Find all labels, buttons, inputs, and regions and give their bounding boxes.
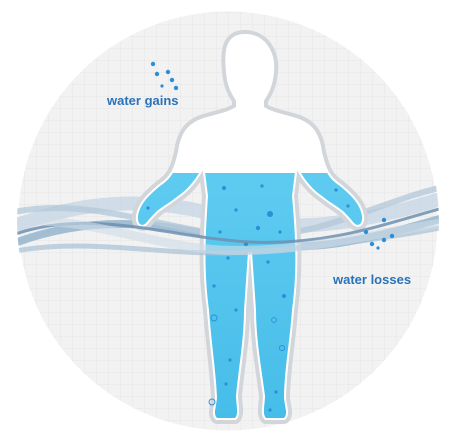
- droplet: [222, 186, 226, 190]
- droplet: [228, 358, 231, 361]
- droplet: [234, 308, 237, 311]
- droplet: [334, 188, 337, 191]
- droplet: [278, 230, 281, 233]
- droplet: [166, 70, 170, 74]
- droplet: [390, 234, 394, 238]
- droplet: [226, 256, 229, 259]
- droplet: [274, 390, 277, 393]
- droplet: [260, 184, 263, 187]
- droplet: [364, 230, 368, 234]
- droplet: [282, 294, 286, 298]
- droplet: [170, 78, 174, 82]
- droplet: [160, 84, 163, 87]
- droplet: [267, 211, 273, 217]
- droplet: [376, 246, 379, 249]
- water-losses-label: water losses: [333, 272, 411, 287]
- droplet: [346, 204, 349, 207]
- droplet: [174, 86, 178, 90]
- droplet: [155, 72, 159, 76]
- droplet: [234, 208, 237, 211]
- droplet: [256, 226, 260, 230]
- water-gains-label: water gains: [107, 93, 179, 108]
- droplet: [266, 260, 269, 263]
- droplet: [218, 230, 221, 233]
- droplet: [146, 206, 149, 209]
- droplet: [382, 238, 386, 242]
- droplet: [370, 242, 374, 246]
- droplet: [382, 218, 386, 222]
- droplet: [151, 62, 155, 66]
- droplet: [212, 284, 215, 287]
- droplet: [268, 408, 271, 411]
- droplet: [224, 382, 227, 385]
